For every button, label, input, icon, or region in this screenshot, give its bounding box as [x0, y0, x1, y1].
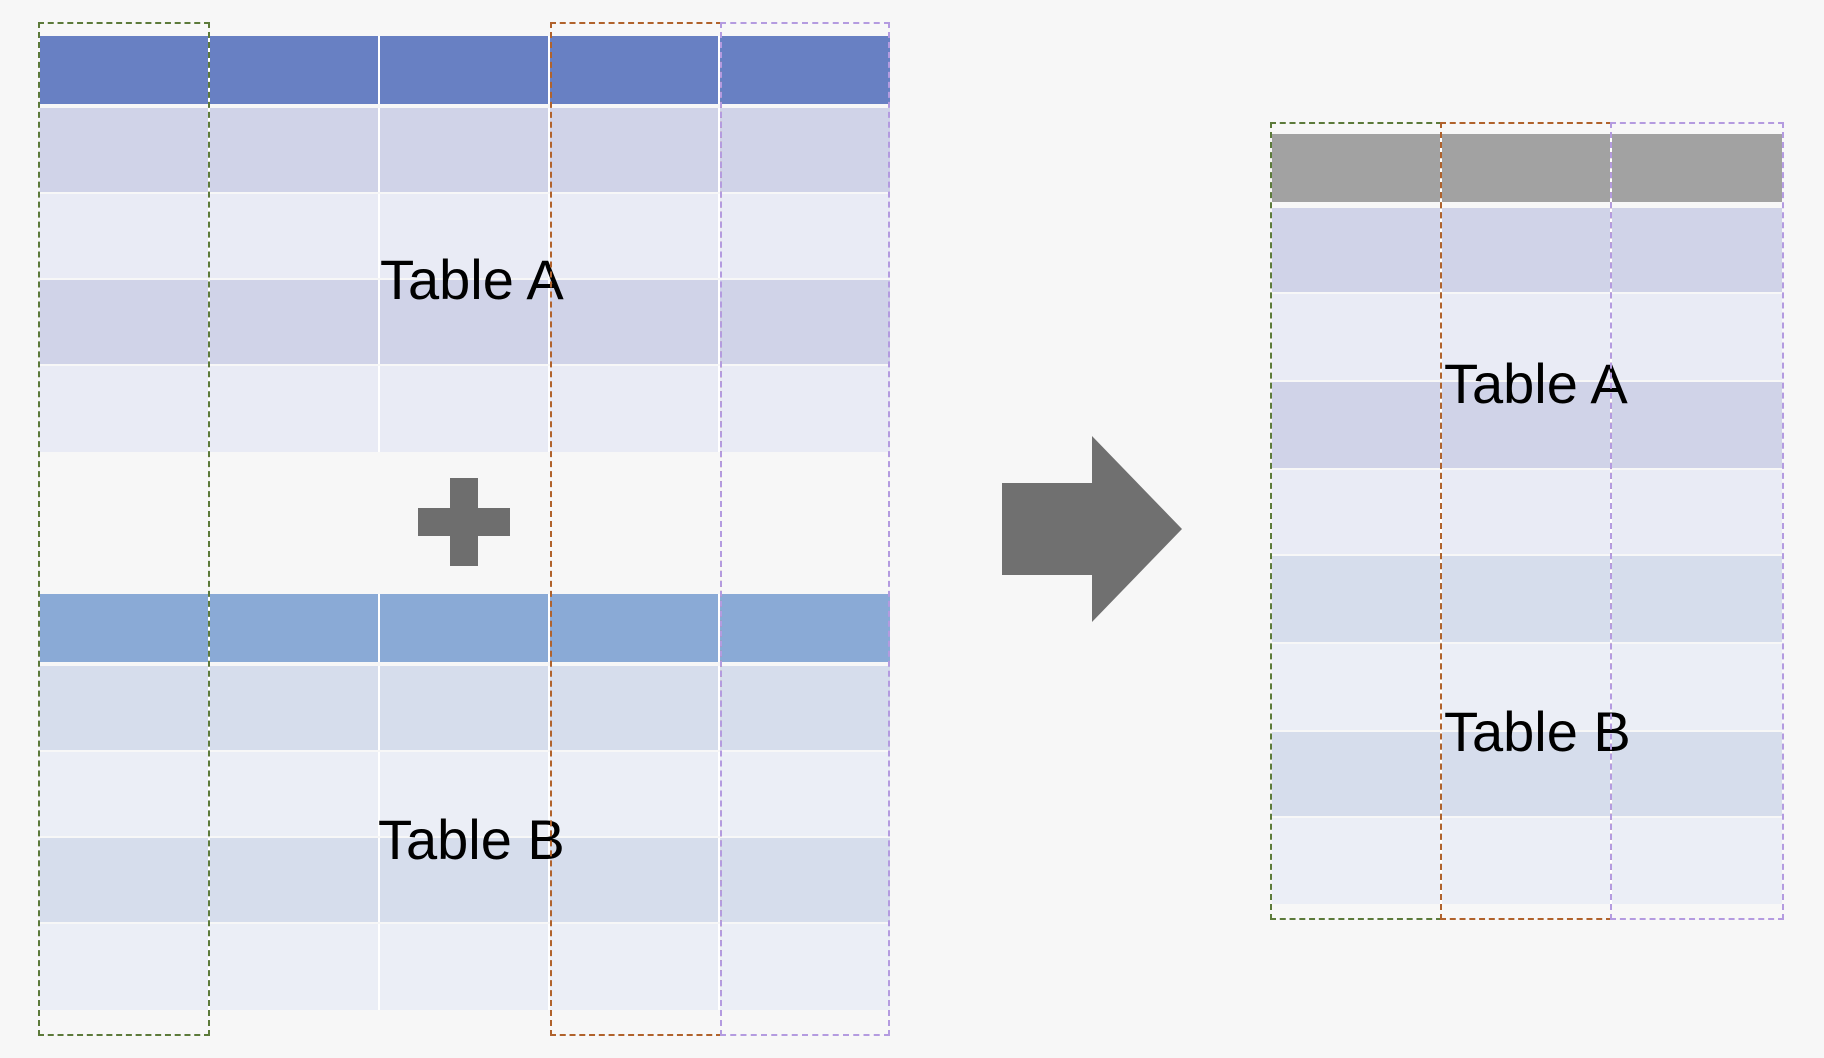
- table-b-label: Table B: [378, 808, 565, 871]
- table-row: [40, 924, 890, 1010]
- table-row: [40, 280, 890, 364]
- arrow-right-icon: [1002, 436, 1182, 622]
- table-row: [1272, 732, 1782, 816]
- result-column-outline-purple: [1610, 122, 1784, 920]
- table-row: [40, 108, 890, 192]
- left-table-b: Table B: [40, 594, 890, 1014]
- table-row: [1272, 382, 1782, 468]
- table-row: [1272, 208, 1782, 292]
- table-row: [40, 194, 890, 278]
- table-row: [1272, 294, 1782, 380]
- table-row: [40, 666, 890, 750]
- result-column-outline-orange: [1440, 122, 1612, 920]
- column-outline-orange: [550, 22, 722, 1036]
- result-table: Table A Table B: [1272, 134, 1782, 906]
- result-table-header: [1272, 134, 1782, 202]
- table-row: [1272, 644, 1782, 730]
- left-table-a: Table A: [40, 36, 890, 456]
- result-column-outline-green: [1270, 122, 1442, 920]
- table-row: [1272, 556, 1782, 642]
- table-a-header: [40, 36, 890, 104]
- column-outline-purple: [720, 22, 890, 1036]
- result-table-a-label: Table A: [1444, 352, 1628, 415]
- result-table-b-label: Table B: [1444, 700, 1631, 763]
- column-outline-green: [38, 22, 210, 1036]
- table-row: [40, 838, 890, 922]
- table-b-header: [40, 594, 890, 662]
- plus-icon: [418, 478, 510, 566]
- table-row: [1272, 818, 1782, 904]
- table-row: [40, 752, 890, 836]
- table-row: [40, 366, 890, 452]
- table-a-label: Table A: [380, 248, 564, 311]
